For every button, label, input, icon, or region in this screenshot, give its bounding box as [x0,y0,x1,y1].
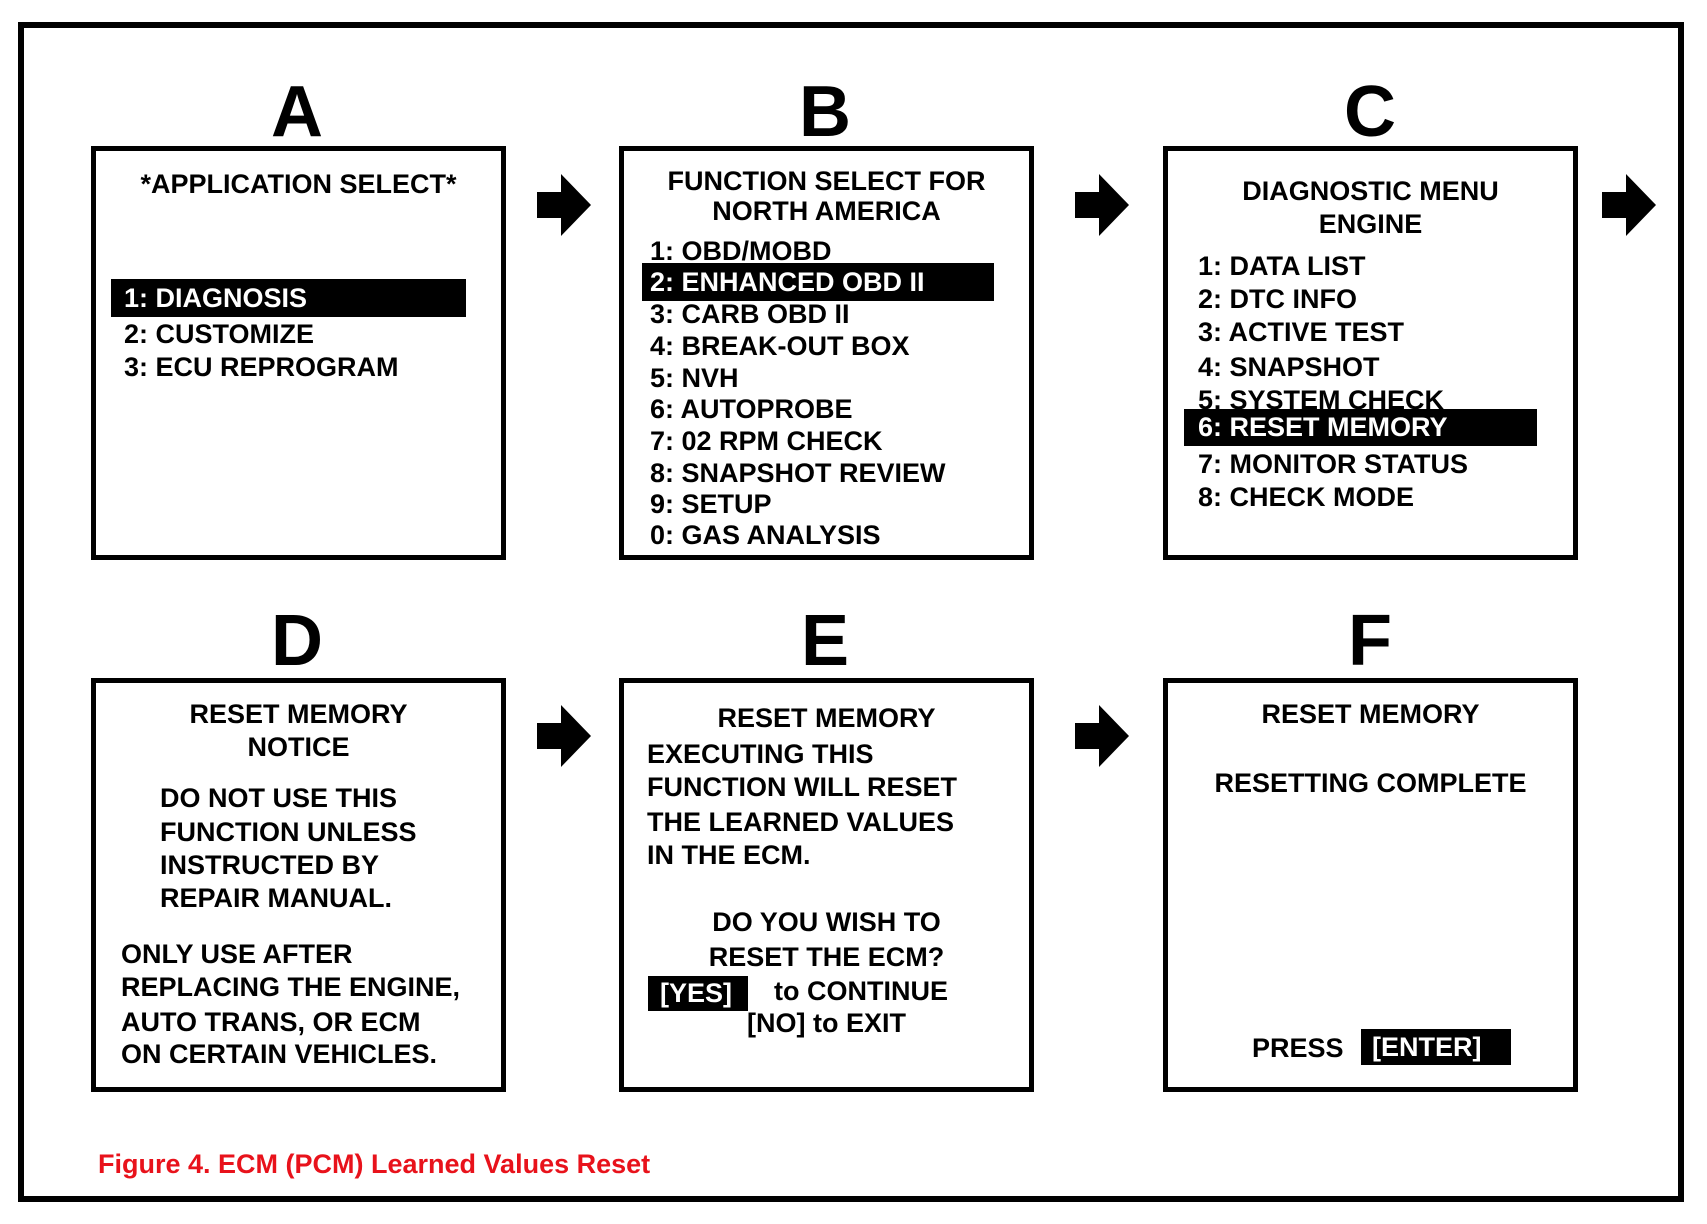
menu-item-break-out-box[interactable]: 4: BREAK-OUT BOX [650,331,910,361]
menu-item-monitor-status[interactable]: 7: MONITOR STATUS [1198,449,1468,479]
panel-e-letter: E [800,601,850,681]
panel-a-application-select: *APPLICATION SELECT* 1: DIAGNOSIS 2: CUS… [91,146,506,560]
menu-item-ecu-reprogram[interactable]: 3: ECU REPROGRAM [124,352,399,382]
menu-item-reset-memory[interactable]: 6: RESET MEMORY [1198,412,1448,442]
no-button[interactable]: [NO] to EXIT [747,1008,906,1038]
right-arrow-icon [537,174,591,236]
menu-item-02-rpm-check[interactable]: 7: 02 RPM CHECK [650,426,883,456]
panel-f-reset-complete: RESET MEMORY RESETTING COMPLETE PRESS [E… [1163,678,1578,1092]
panel-e-body-line-1: EXECUTING THIS [647,739,874,769]
panel-d-note-line-1: ONLY USE AFTER [121,939,353,969]
panel-b-function-select: FUNCTION SELECT FOR NORTH AMERICA 1: OBD… [619,146,1034,560]
enter-button[interactable]: [ENTER] [1372,1032,1482,1062]
panel-f-letter: F [1348,601,1392,681]
panel-d-warning-line-3: INSTRUCTED BY [160,850,380,880]
panel-e-question-line-2: RESET THE ECM? [708,942,945,972]
panel-d-note-line-3: AUTO TRANS, OR ECM [121,1007,421,1037]
panel-b-highlight [642,263,994,301]
panel-d-warning-line-4: REPAIR MANUAL. [160,883,392,913]
menu-item-diagnosis[interactable]: 1: DIAGNOSIS [124,283,308,313]
menu-item-obd-mobd[interactable]: 1: OBD/MOBD [650,236,832,266]
menu-item-enhanced-obd-ii[interactable]: 2: ENHANCED OBD II [650,267,925,297]
panel-d-title-line-2: NOTICE [247,732,350,762]
panel-a-letter: A [271,72,323,152]
panel-d-reset-notice: RESET MEMORY NOTICE DO NOT USE THIS FUNC… [91,678,506,1092]
panel-c-title-line-1: DIAGNOSTIC MENU [1242,176,1499,206]
panel-e-body-line-2: FUNCTION WILL RESET [647,772,957,802]
right-arrow-icon [1602,174,1656,236]
panel-d-warning-line-2: FUNCTION UNLESS [160,817,417,847]
panel-e-body-line-4: IN THE ECM. [647,840,811,870]
menu-item-autoprobe[interactable]: 6: AUTOPROBE [650,394,853,424]
right-arrow-icon [1075,705,1129,767]
panel-d-title-line-1: RESET MEMORY [189,699,408,729]
panel-b-letter: B [799,72,851,152]
yes-button[interactable]: [YES] [660,978,733,1008]
panel-f-status: RESETTING COMPLETE [1214,768,1527,798]
panel-e-title: RESET MEMORY [717,703,936,733]
panel-e-reset-confirm: RESET MEMORY EXECUTING THIS FUNCTION WIL… [619,678,1034,1092]
panel-d-note-line-4: ON CERTAIN VEHICLES. [121,1039,438,1069]
right-arrow-icon [1075,174,1129,236]
panel-e-continue-text: to CONTINUE [774,976,948,1006]
menu-item-gas-analysis[interactable]: 0: GAS ANALYSIS [650,520,881,550]
panel-e-question-line-1: DO YOU WISH TO [712,907,941,937]
panel-c-letter: C [1344,72,1396,152]
menu-item-system-check[interactable]: 5: SYSTEM CHECK [1198,385,1445,415]
panel-f-press-label: PRESS [1252,1033,1344,1063]
menu-item-setup[interactable]: 9: SETUP [650,489,772,519]
panel-f-title: RESET MEMORY [1261,699,1480,729]
panel-b-title-line-1: FUNCTION SELECT FOR [667,166,986,196]
panel-d-note-line-2: REPLACING THE ENGINE, [121,972,461,1002]
figure-caption: Figure 4. ECM (PCM) Learned Values Reset [98,1149,651,1179]
panel-c-title-line-2: ENGINE [1318,209,1423,239]
panel-c-diagnostic-menu: DIAGNOSTIC MENU ENGINE 1: DATA LIST 2: D… [1163,146,1578,560]
panel-a-title: *APPLICATION SELECT* [140,169,457,199]
menu-item-carb-obd-ii[interactable]: 3: CARB OBD II [650,299,850,329]
menu-item-check-mode[interactable]: 8: CHECK MODE [1198,482,1415,512]
panel-d-letter: D [271,601,323,681]
menu-item-data-list[interactable]: 1: DATA LIST [1198,251,1366,281]
panel-e-body-line-3: THE LEARNED VALUES [647,807,955,837]
enter-key-background [1361,1029,1511,1065]
menu-item-snapshot[interactable]: 4: SNAPSHOT [1198,352,1380,382]
panel-a-highlight [111,279,466,317]
menu-item-nvh[interactable]: 5: NVH [650,363,739,393]
menu-item-snapshot-review[interactable]: 8: SNAPSHOT REVIEW [650,458,946,488]
menu-item-active-test[interactable]: 3: ACTIVE TEST [1198,317,1405,347]
panel-b-title-line-2: NORTH AMERICA [712,196,941,226]
panel-d-warning-line-1: DO NOT USE THIS [160,783,398,813]
menu-item-dtc-info[interactable]: 2: DTC INFO [1198,284,1357,314]
yes-key-background [648,976,748,1011]
menu-item-customize[interactable]: 2: CUSTOMIZE [124,319,315,349]
panel-c-highlight [1184,409,1537,446]
right-arrow-icon [537,705,591,767]
